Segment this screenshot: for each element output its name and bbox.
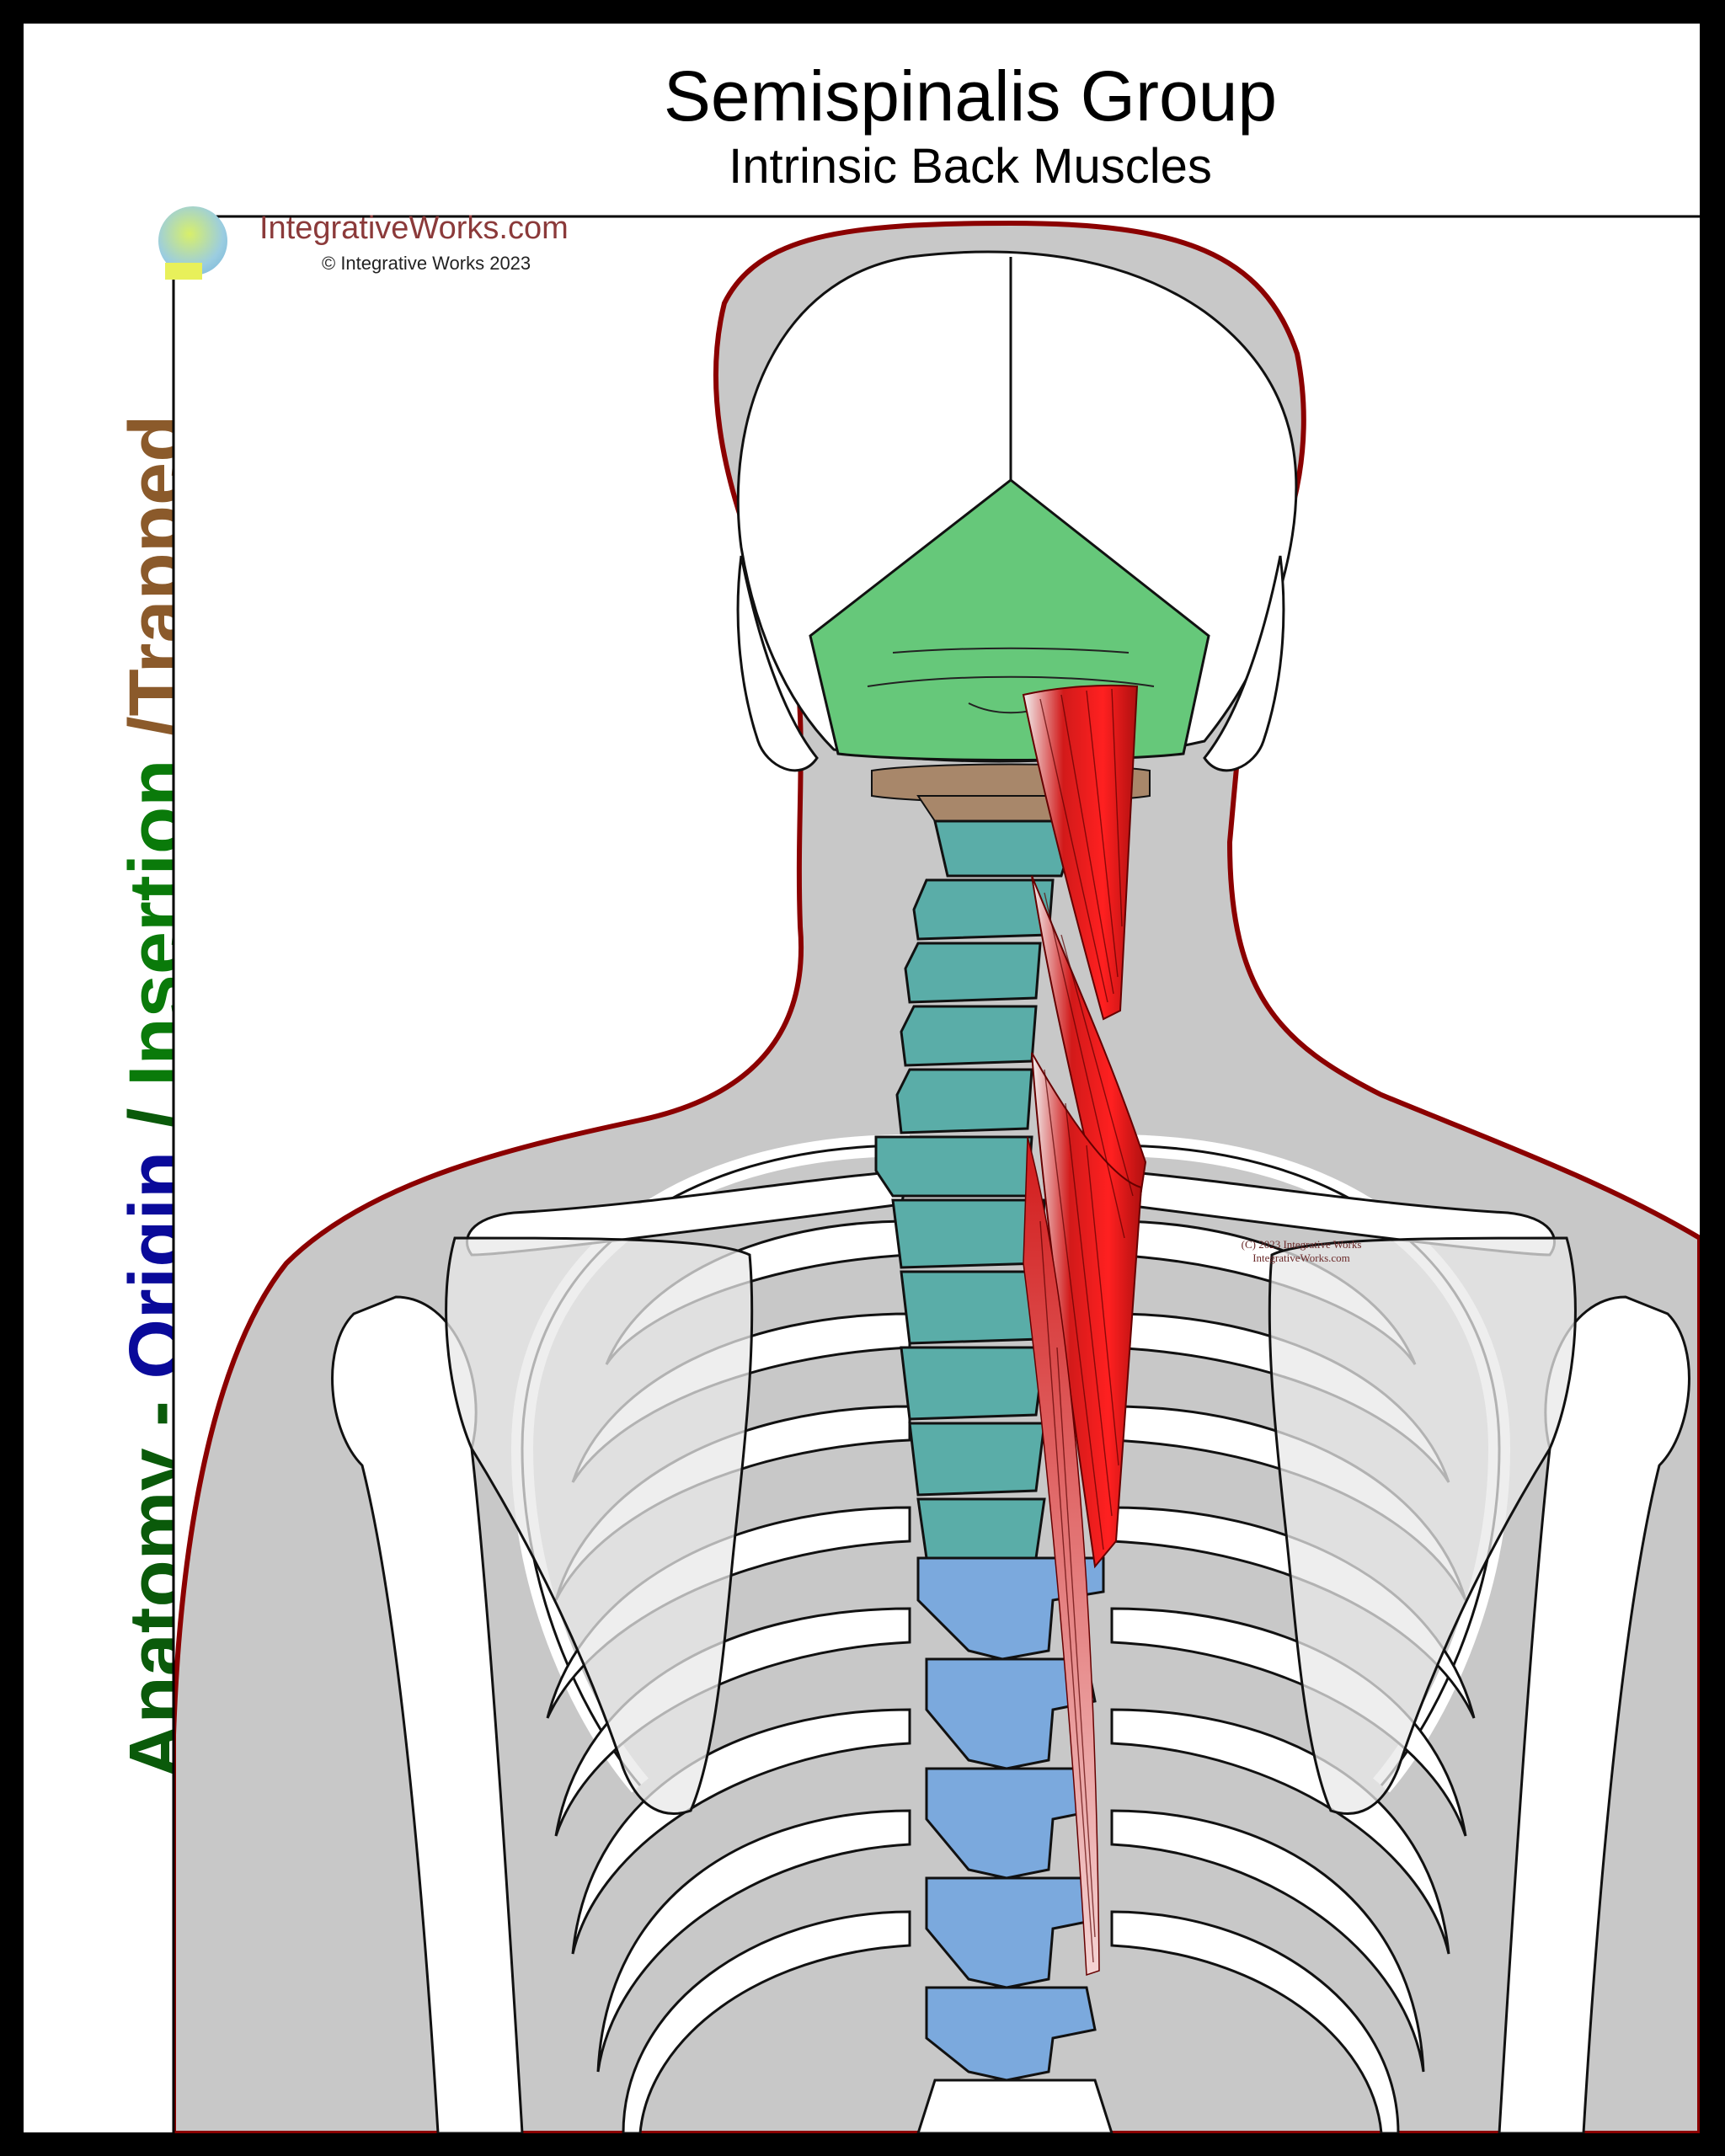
page-subtitle: Intrinsic Back Muscles: [729, 139, 1212, 194]
right-scapula: [1268, 1236, 1577, 1815]
page-title: Semispinalis Group: [663, 56, 1278, 136]
watermark-line-1: (C) 2023 Integrative Works: [1241, 1238, 1362, 1251]
semispinalis-muscle: [1022, 684, 1147, 1977]
left-scapula: [445, 1236, 754, 1815]
thoracic-vertebrae: [916, 1556, 1105, 2082]
logo-base: [165, 263, 202, 280]
copyright-notice: © Integrative Works 2023: [322, 253, 531, 274]
cervical-vertebrae: [874, 819, 1081, 1585]
lumbar-vertebra: [916, 2079, 1114, 2133]
watermark: (C) 2023 Integrative Works IntegrativeWo…: [1238, 1238, 1365, 1265]
left-clavicle: [466, 1169, 911, 1257]
site-brand: IntegrativeWorks.com: [259, 211, 569, 246]
left-mastoid: [736, 555, 819, 772]
right-clavicle: [1110, 1169, 1556, 1257]
right-mastoid: [1203, 555, 1285, 772]
watermark-line-2: IntegrativeWorks.com: [1252, 1251, 1350, 1264]
